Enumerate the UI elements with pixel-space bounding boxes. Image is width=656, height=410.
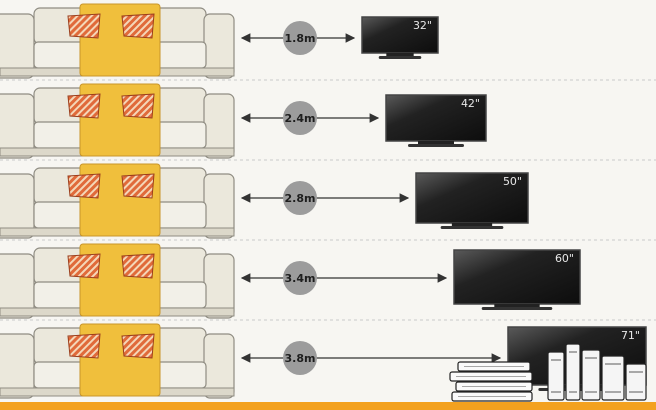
tv-stand — [494, 304, 540, 307]
pillow-2 — [121, 13, 155, 39]
row-4: 3.4m 60" — [0, 239, 656, 319]
pillow-2 — [121, 93, 155, 119]
row-3: 2.8m 50" — [0, 159, 656, 239]
pillow-2 — [121, 173, 155, 199]
pillow-1 — [67, 253, 101, 279]
distance-label: 2.4m — [285, 112, 316, 125]
book-standing-1 — [547, 351, 565, 401]
tv-size-label: 32" — [413, 19, 432, 32]
book-standing-5 — [625, 363, 647, 401]
tv-size-label: 50" — [503, 175, 522, 188]
row-1: 1.8m 32" — [0, 3, 439, 79]
book-standing-2 — [565, 343, 581, 401]
tv-base — [408, 144, 464, 147]
books-illustration — [449, 343, 647, 402]
distance-label: 2.8m — [285, 192, 316, 205]
tv-stand — [386, 53, 414, 56]
tv-base — [440, 226, 504, 229]
distance-badge — [283, 261, 317, 295]
distance-badge — [283, 101, 317, 135]
distance-badge — [283, 21, 317, 55]
pillow-1 — [67, 333, 101, 359]
tv-base — [378, 56, 422, 59]
tv-screen — [453, 249, 581, 305]
tv-stand — [451, 223, 493, 226]
book-standing-4 — [601, 355, 625, 401]
tv-screen — [361, 16, 439, 54]
distance-label: 1.8m — [285, 32, 316, 45]
distance-label: 3.8m — [285, 352, 316, 365]
pillow-1 — [67, 93, 101, 119]
tv-size-label: 71" — [621, 329, 640, 342]
tv-base — [481, 307, 553, 310]
distance-badge — [283, 341, 317, 375]
tv-size-label: 42" — [461, 97, 480, 110]
tv-screen — [385, 94, 487, 142]
distance-label: 3.4m — [285, 272, 316, 285]
tv-size-label: 60" — [555, 252, 574, 265]
row-5: 3.8m 71" — [0, 319, 656, 399]
bottom-strip — [0, 402, 656, 410]
row-2: 2.4m 42" — [0, 79, 656, 159]
pillow-2 — [121, 333, 155, 359]
pillow-1 — [67, 13, 101, 39]
distance-badge — [283, 181, 317, 215]
pillow-1 — [67, 173, 101, 199]
tv-stand — [418, 141, 454, 144]
pillow-2 — [121, 253, 155, 279]
book-standing-3 — [581, 349, 601, 401]
